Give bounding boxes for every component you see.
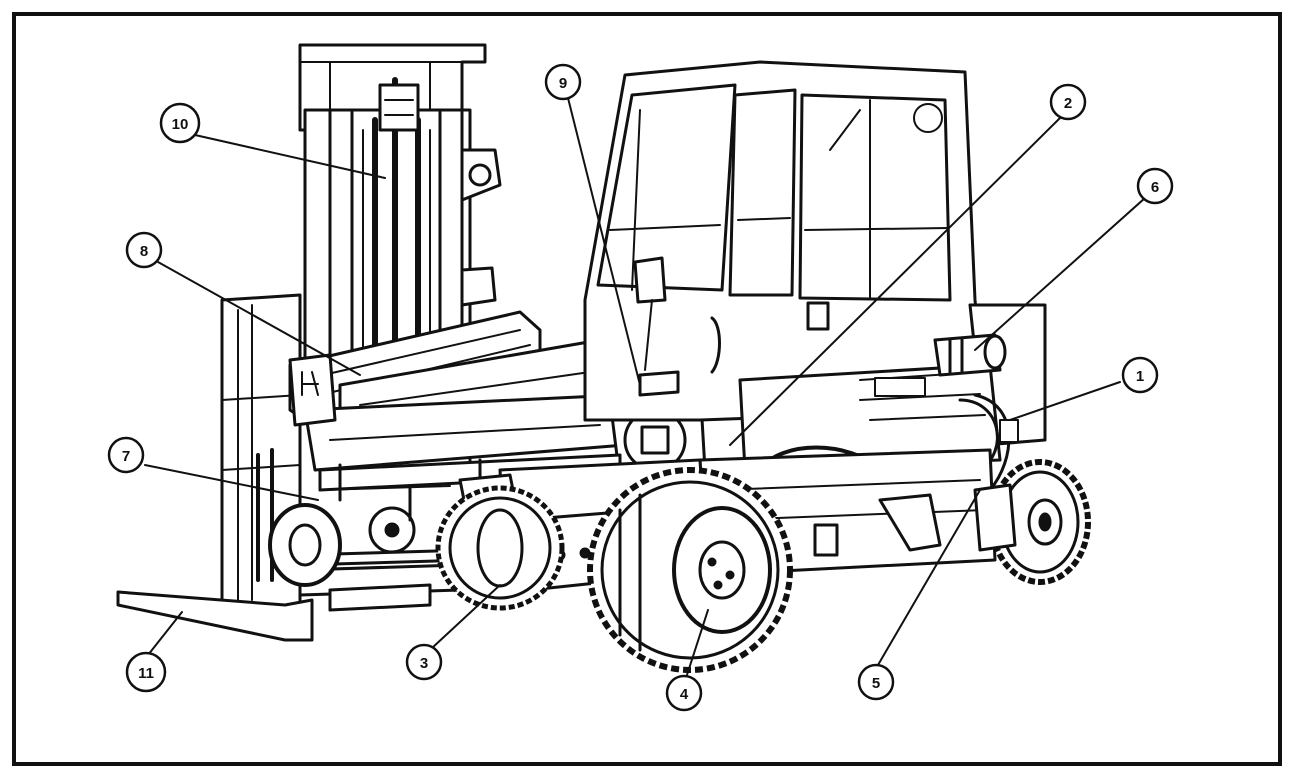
callout-11: 11 bbox=[125, 651, 167, 693]
boom-arm bbox=[288, 310, 707, 502]
callout-2-label: 2 bbox=[1064, 95, 1072, 112]
diagram-border bbox=[12, 12, 1282, 766]
callout-8-label: 8 bbox=[140, 243, 148, 260]
callout-3: 3 bbox=[405, 643, 443, 681]
left-outer-wheel bbox=[268, 503, 342, 587]
callout-1-label: 1 bbox=[1136, 368, 1144, 385]
callout-7: 7 bbox=[107, 436, 145, 474]
callout-4-label: 4 bbox=[680, 686, 689, 703]
forks bbox=[116, 563, 462, 642]
callout-9-label: 9 bbox=[559, 75, 567, 92]
callout-10-label: 10 bbox=[172, 116, 189, 133]
callout-5-label: 5 bbox=[872, 675, 880, 692]
callout-8: 8 bbox=[125, 231, 163, 269]
callout-5: 5 bbox=[857, 663, 895, 701]
callout-3-label: 3 bbox=[420, 655, 428, 672]
callout-6: 6 bbox=[1136, 167, 1174, 205]
callout-11-label: 11 bbox=[138, 665, 154, 682]
callout-7-label: 7 bbox=[122, 448, 130, 465]
rear-wheel bbox=[973, 459, 1091, 585]
cab bbox=[583, 60, 987, 422]
front-main-wheel bbox=[587, 467, 793, 673]
callout-2: 2 bbox=[1049, 83, 1087, 121]
callout-10: 10 bbox=[159, 102, 201, 144]
callout-9: 9 bbox=[544, 63, 582, 101]
leader-lines bbox=[144, 97, 1146, 679]
callout-4: 4 bbox=[665, 674, 703, 712]
front-left-wheel bbox=[435, 485, 565, 611]
callout-1: 1 bbox=[1121, 356, 1159, 394]
callout-6-label: 6 bbox=[1151, 179, 1159, 196]
